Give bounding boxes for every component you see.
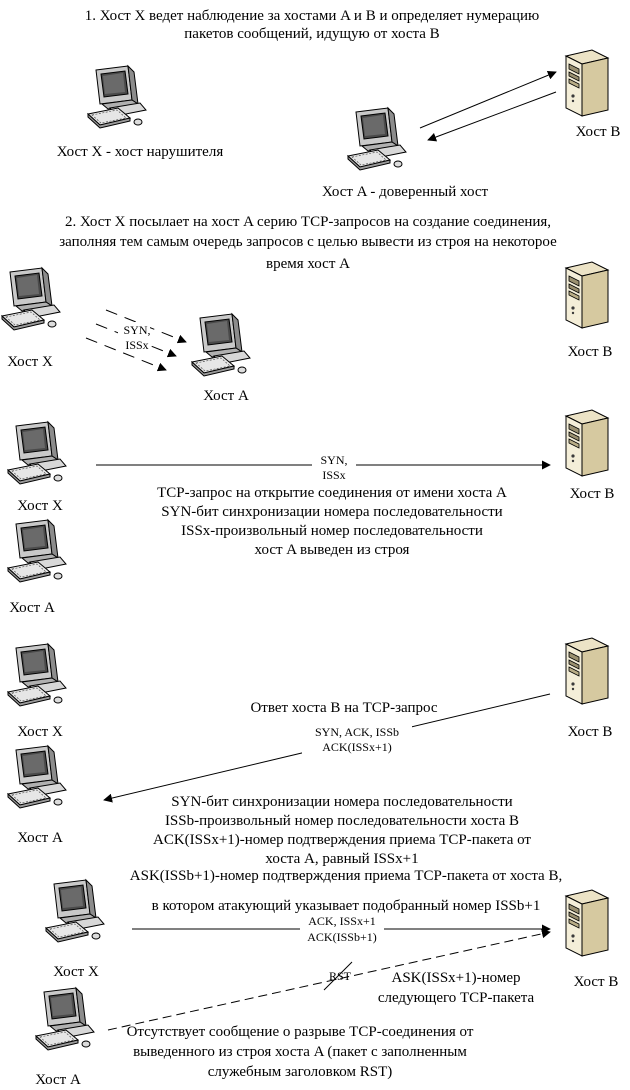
step-4-desc-line-2: ISSb-произвольный номер последовательнос… (165, 813, 519, 829)
host-a-label: Хост A (9, 600, 55, 616)
packet-label-issx: ISSx (125, 338, 148, 352)
bottom-line-1: Отсутствует сообщение о разрыве TCP-соед… (127, 1024, 474, 1040)
host-x-label: Хост X (17, 498, 63, 514)
host-b-server-icon (565, 49, 609, 117)
step-2-title-line-1: 2. Хост X посылает на хост A серию TCP-з… (65, 214, 551, 230)
bottom-line-3: служебным заголовком RST) (208, 1064, 392, 1080)
step-5: Хост X Хост A Хост B ASK(ISSb+1)-номер п… (35, 868, 618, 1088)
host-x-label: Хост X - хост нарушителя (57, 144, 224, 160)
packet-label-ack-issb: ACK(ISSb+1) (307, 930, 376, 944)
next-line-2: следующего TCP-пакета (378, 990, 535, 1006)
step-1-title-line-1: 1. Хост X ведет наблюдение за хостами A … (85, 8, 540, 24)
packet-label-issx: ISSx (322, 468, 345, 482)
step-4-desc-line-4: хоста A, равный ISSx+1 (265, 851, 418, 867)
host-a-computer-icon (7, 519, 67, 583)
step-1: 1. Хост X ведет наблюдение за хостами A … (57, 8, 621, 200)
host-b-label: Хост B (576, 124, 621, 140)
host-x-computer-icon (1, 267, 61, 331)
arrow-b-to-a (427, 91, 557, 142)
packet-label-syn-ack: SYN, ACK, ISSb (315, 725, 399, 739)
host-x-label: Хост X (7, 354, 53, 370)
packet-label-bg (300, 914, 384, 946)
host-b-server-icon (565, 637, 609, 705)
host-x-label: Хост X (53, 964, 99, 980)
host-b-label: Хост B (568, 344, 613, 360)
arrow-a-to-b (419, 70, 557, 129)
step-3-desc-line-4: хост A выведен из строя (255, 542, 410, 558)
rst-missing-dashed-arrow (107, 929, 551, 1031)
packet-label-syn: SYN, (123, 323, 150, 337)
step-1-title-line-2: пакетов сообщений, идущую от хоста B (184, 26, 439, 42)
host-x-computer-icon (7, 421, 67, 485)
host-b-label: Хост B (568, 724, 613, 740)
host-a-computer-icon (7, 745, 67, 809)
packet-label-bg (312, 450, 356, 482)
reply-title: Ответ хоста B на TCP-запрос (250, 700, 437, 716)
ask-line-1: ASK(ISSb+1)-номер подтверждения приема T… (130, 868, 562, 884)
host-b-server-icon (565, 261, 609, 329)
packet-label-bg (302, 718, 412, 754)
host-a-label: Хост A - доверенный хост (322, 184, 489, 200)
host-b-label: Хост B (574, 974, 619, 990)
host-a-label: Хост A (35, 1072, 81, 1088)
step-2: 2. Хост X посылает на хост A серию TCP-з… (1, 214, 613, 404)
step-4-desc-line-1: SYN-бит синхронизации номера последовате… (171, 794, 512, 810)
host-b-label: Хост B (570, 486, 615, 502)
host-b-server-icon (565, 889, 609, 957)
host-a-computer-icon (35, 987, 95, 1051)
host-x-computer-icon (7, 643, 67, 707)
step-3-desc-line-3: ISSx-произвольный номер последовательнос… (181, 523, 483, 539)
next-line-1: ASK(ISSx+1)-номер (391, 970, 520, 986)
step-3-desc-line-2: SYN-бит синхронизации номера последовате… (161, 504, 502, 520)
host-b-server-icon (565, 409, 609, 477)
host-a-computer-icon (191, 313, 251, 377)
step-4: Хост X Хост A Хост B Ответ хоста B на TC… (7, 637, 613, 867)
host-x-computer-icon (87, 65, 147, 129)
host-a-label: Хост A (17, 830, 63, 846)
packet-label-syn: SYN, (320, 453, 347, 467)
rst-strike-line (323, 961, 353, 991)
host-a-computer-icon (347, 107, 407, 171)
packet-label-ack: ACK(ISSx+1) (322, 740, 391, 754)
host-a-label: Хост A (203, 388, 249, 404)
packet-label-bg (118, 322, 150, 350)
ask-line-2: в котором атакующий указывает подобранны… (152, 898, 541, 914)
host-x-computer-icon (45, 879, 105, 943)
host-x-label: Хост X (17, 724, 63, 740)
step-3-desc-line-1: TCP-запрос на открытие соединения от име… (157, 485, 507, 501)
syn-flood-arrow-3 (85, 337, 167, 372)
step-2-title-line-2: заполняя тем самым очередь запросов с це… (59, 234, 557, 250)
step-2-title-line-3: время хост A (266, 256, 350, 272)
step-4-desc-line-3: ACK(ISSx+1)-номер подтверждения приема T… (153, 832, 531, 848)
bottom-line-2: выведенного из строя хоста A (пакет с за… (133, 1044, 467, 1060)
packet-label-ack-issx: ACK, ISSx+1 (308, 914, 375, 928)
step-3: Хост X Хост A Хост B SYN, ISSx TCP-запро… (7, 409, 615, 616)
